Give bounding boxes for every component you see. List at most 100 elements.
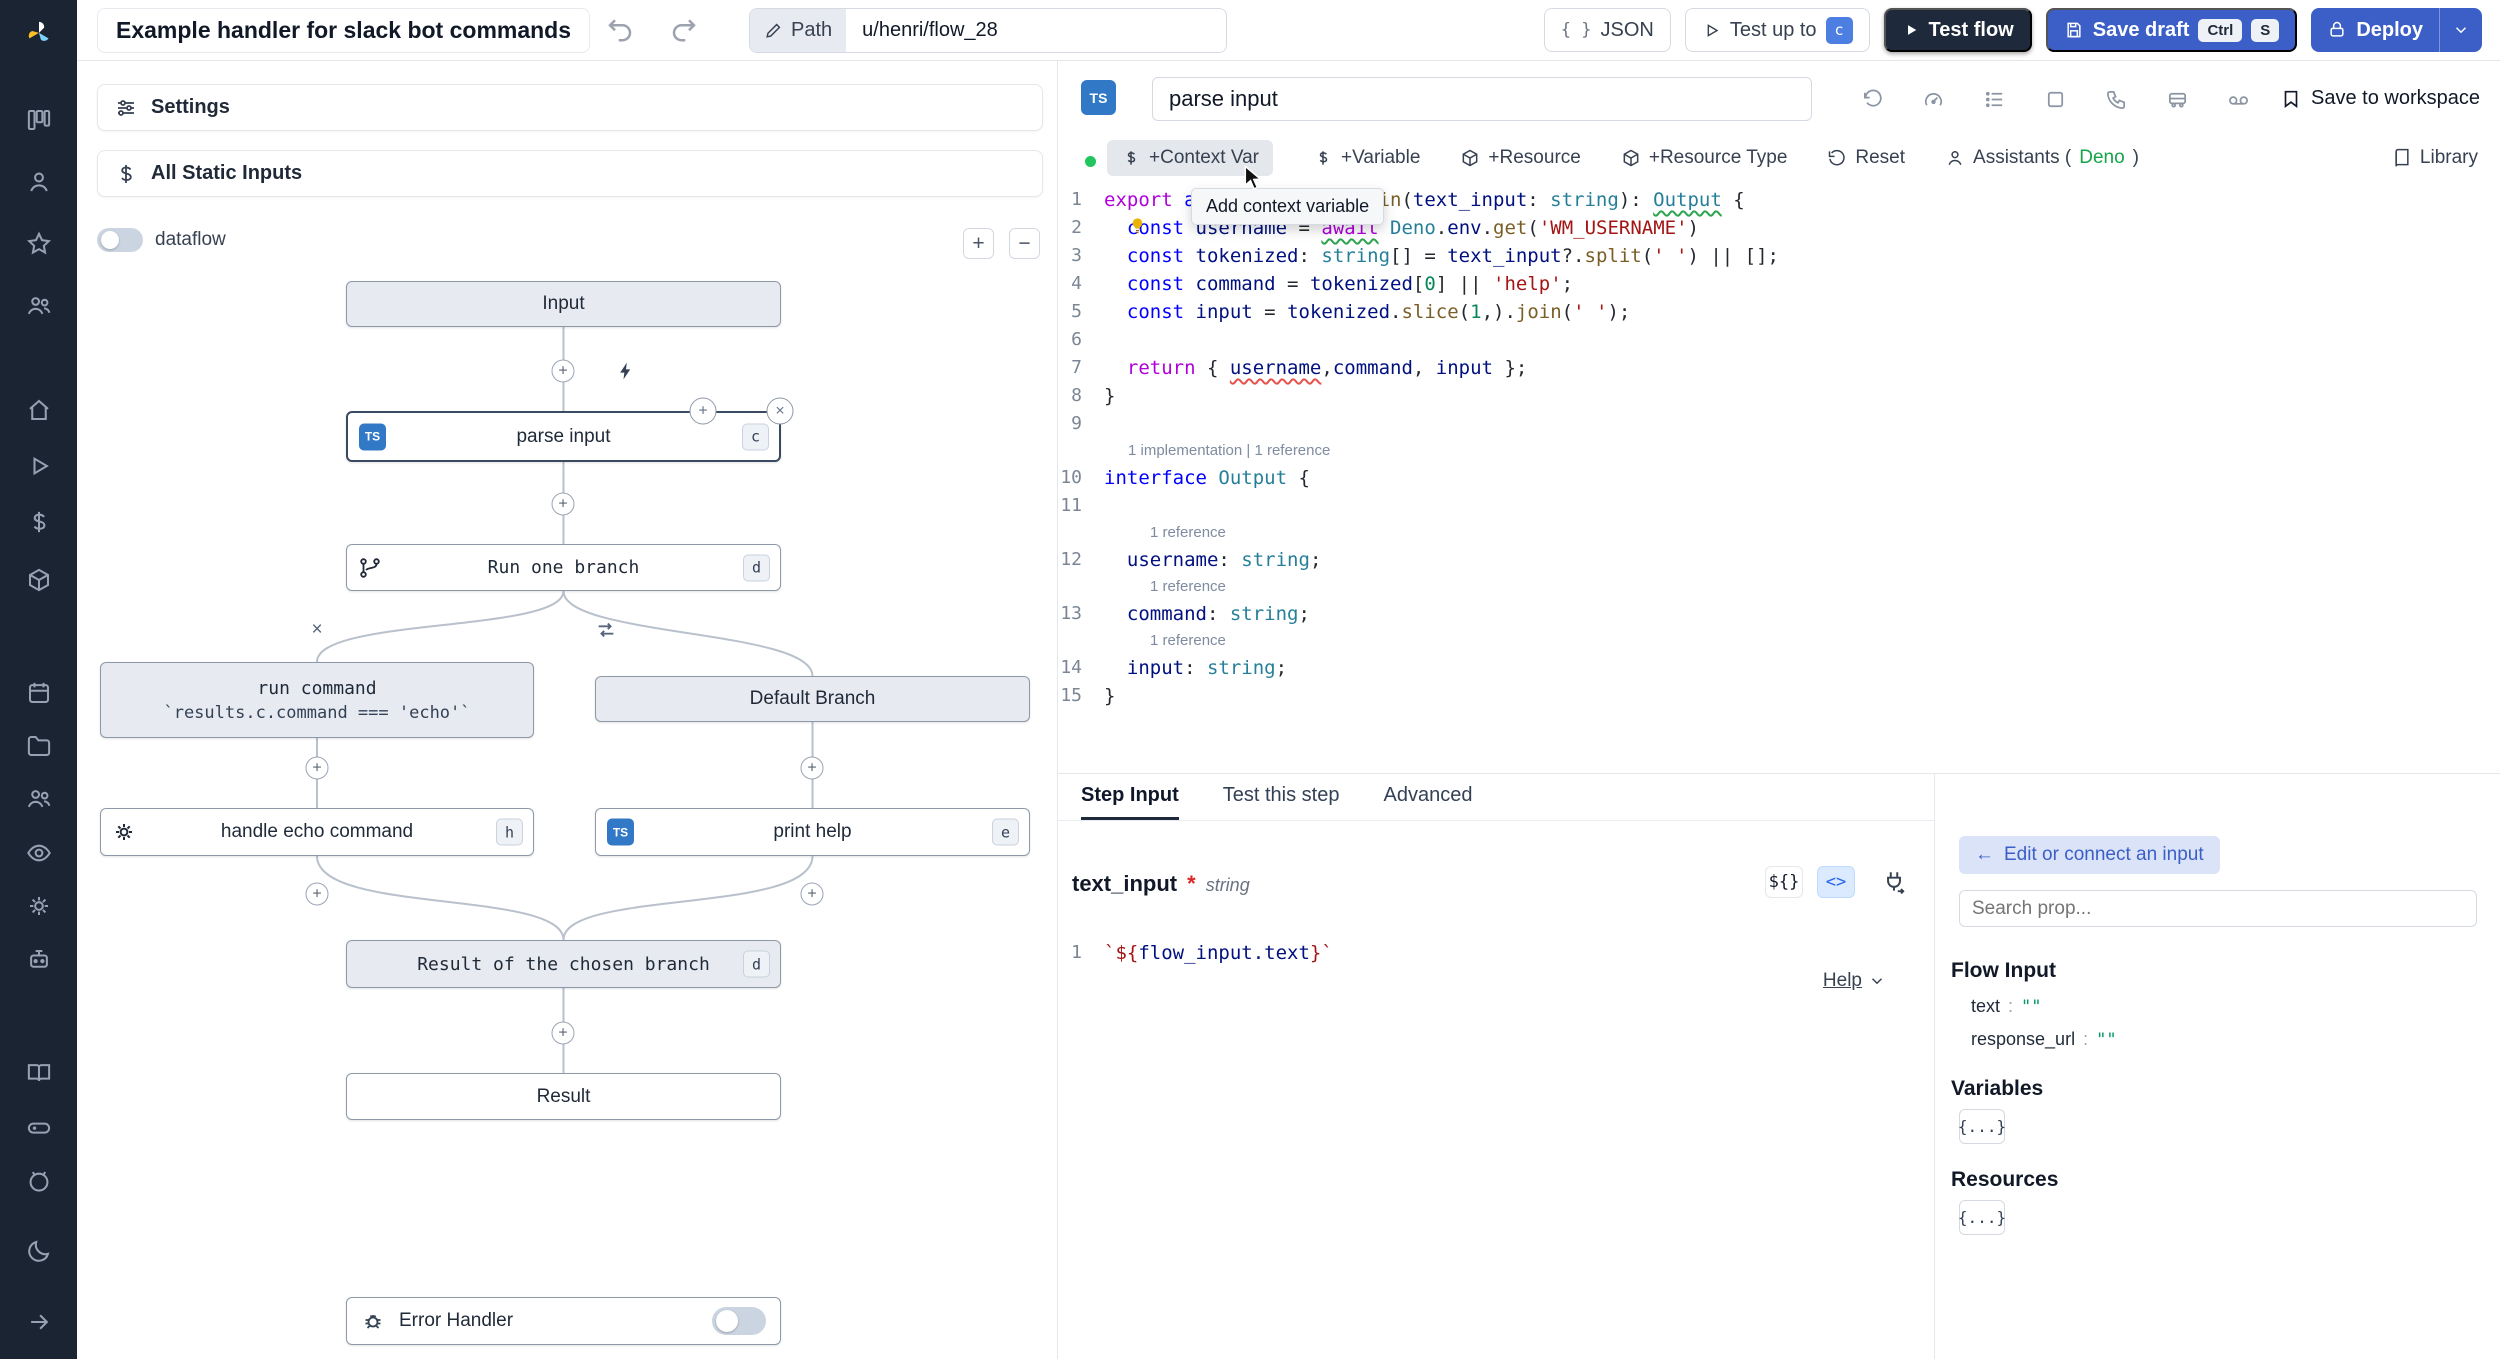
remove-branch-icon[interactable]: × xyxy=(311,619,323,640)
teams-icon[interactable] xyxy=(25,293,52,320)
add-step-button[interactable]: + xyxy=(800,756,824,780)
add-step-button[interactable]: + xyxy=(305,882,329,906)
resources-icon[interactable] xyxy=(25,567,52,594)
variables-icon[interactable] xyxy=(25,509,52,536)
prop-search-input[interactable] xyxy=(1959,890,2477,927)
error-handler-node[interactable]: Error Handler xyxy=(346,1297,781,1345)
code-line[interactable]: interface Output { xyxy=(1104,467,1310,489)
template-mode-button[interactable]: ${} xyxy=(1765,866,1803,898)
github-icon[interactable] xyxy=(25,1168,52,1195)
json-button[interactable]: { } JSON xyxy=(1543,8,1671,52)
path-field[interactable]: Path u/henri/flow_28 xyxy=(749,8,1228,53)
user-icon[interactable] xyxy=(25,169,52,196)
input-expression-editor[interactable]: 1`${flow_input.text}` xyxy=(1058,939,1935,967)
add-step-button[interactable]: + xyxy=(551,492,575,516)
add-step-button[interactable]: + xyxy=(551,1021,575,1045)
error-handler-toggle[interactable] xyxy=(712,1307,766,1335)
phone-icon[interactable] xyxy=(2105,88,2128,111)
assistants-button[interactable]: Assistants (Deno) xyxy=(1945,147,2139,169)
zoom-in-button[interactable]: + xyxy=(963,228,994,259)
flow-node-branch-result[interactable]: Result of the chosen branch d xyxy=(346,940,781,988)
path-value[interactable]: u/henri/flow_28 xyxy=(862,19,998,41)
flow-node-default-branch[interactable]: Default Branch xyxy=(595,676,1030,722)
redo-icon[interactable] xyxy=(669,14,699,44)
add-resource-button[interactable]: +Resource xyxy=(1460,147,1581,169)
dark-mode-moon-icon[interactable] xyxy=(25,1238,52,1265)
trigger-bolt-icon[interactable] xyxy=(616,361,636,381)
schedules-icon[interactable] xyxy=(25,680,52,707)
prop-entry-text[interactable]: text:"" xyxy=(1971,996,2042,1017)
variables-expand-button[interactable]: {...} xyxy=(1958,1109,2006,1144)
list-icon[interactable] xyxy=(1983,88,2006,111)
tab-test-this-step[interactable]: Test this step xyxy=(1222,784,1340,806)
code-line[interactable]: username: string; xyxy=(1126,549,1322,571)
add-variable-button[interactable]: +Variable xyxy=(1313,147,1420,169)
zoom-out-button[interactable]: − xyxy=(1009,228,1040,259)
workers-icon[interactable] xyxy=(25,947,52,974)
groups-icon[interactable] xyxy=(25,786,52,813)
add-resource-type-button[interactable]: +Resource Type xyxy=(1621,147,1787,169)
expand-sidebar-icon[interactable] xyxy=(25,1309,52,1336)
dataflow-toggle[interactable] xyxy=(97,228,143,252)
code-line[interactable]: command: string; xyxy=(1126,603,1310,625)
flow-canvas[interactable]: Settings All Static Inputs dataflow + − … xyxy=(77,61,1057,1359)
code-line[interactable]: const input = tokenized.slice(1,).join('… xyxy=(1126,301,1631,323)
add-step-button[interactable]: + xyxy=(305,756,329,780)
test-flow-button[interactable]: Test flow xyxy=(1883,8,2032,52)
test-up-to-button[interactable]: Test up to c xyxy=(1684,8,1870,52)
history-icon[interactable] xyxy=(1861,88,1884,111)
code-line[interactable]: } xyxy=(1104,385,1116,407)
deploy-more-button[interactable] xyxy=(2439,8,2482,52)
move-step-button[interactable]: + xyxy=(689,397,717,425)
flow-title[interactable]: Example handler for slack bot commands xyxy=(97,8,591,53)
folders-icon[interactable] xyxy=(25,733,52,760)
flow-node-print-help[interactable]: TS print help e xyxy=(595,808,1030,856)
codelens[interactable]: 1 reference xyxy=(1150,524,1226,541)
code-line[interactable]: return { username,command, input }; xyxy=(1126,357,1528,379)
quick-fix-lightbulb-icon[interactable] xyxy=(1128,216,1147,235)
delete-step-button[interactable]: × xyxy=(766,397,794,425)
audit-eye-icon[interactable] xyxy=(25,840,52,867)
prop-entry-response-url[interactable]: response_url:"" xyxy=(1971,1029,2117,1050)
community-icon[interactable] xyxy=(25,1114,52,1141)
settings-gear-icon[interactable] xyxy=(25,893,52,920)
code-line[interactable]: input: string; xyxy=(1126,657,1288,679)
runs-icon[interactable] xyxy=(25,453,52,480)
codelens[interactable]: 1 reference xyxy=(1150,632,1226,649)
reset-button[interactable]: Reset xyxy=(1827,147,1905,169)
favorites-star-icon[interactable] xyxy=(25,231,52,258)
apps-icon[interactable] xyxy=(25,107,52,134)
home-icon[interactable] xyxy=(25,397,52,424)
plug-connect-icon[interactable] xyxy=(1881,869,1907,895)
flow-node-parse-input[interactable]: TS parse input c xyxy=(346,411,781,462)
flow-node-handle-echo[interactable]: handle echo command h xyxy=(100,808,534,856)
save-to-workspace-button[interactable]: Save to workspace xyxy=(2280,87,2480,110)
undo-icon[interactable] xyxy=(605,14,635,44)
code-line[interactable]: const command = tokenized[0] || 'help'; xyxy=(1126,273,1574,295)
save-draft-button[interactable]: Save draft Ctrl S xyxy=(2045,8,2298,52)
flow-node-run-one-branch[interactable]: Run one branch d xyxy=(346,544,781,591)
code-line[interactable]: const tokenized: string[] = text_input?.… xyxy=(1126,245,1779,267)
docs-book-icon[interactable] xyxy=(25,1060,52,1087)
tab-step-input[interactable]: Step Input xyxy=(1081,774,1179,820)
codelens[interactable]: 1 reference xyxy=(1150,578,1226,595)
code-line[interactable]: `${flow_input.text}` xyxy=(1104,942,1333,964)
add-step-button[interactable]: + xyxy=(551,359,575,383)
step-name-input[interactable] xyxy=(1152,77,1812,121)
help-link[interactable]: Help xyxy=(1823,970,1886,992)
deploy-button[interactable]: Deploy xyxy=(2311,8,2439,52)
add-step-button[interactable]: + xyxy=(800,882,824,906)
tab-advanced[interactable]: Advanced xyxy=(1383,784,1473,806)
static-inputs-button[interactable]: All Static Inputs xyxy=(97,150,1043,197)
code-line[interactable]: } xyxy=(1104,685,1116,707)
voicemail-icon[interactable] xyxy=(2227,88,2250,111)
flow-node-run-command-branch[interactable]: run command `results.c.command === 'echo… xyxy=(100,662,534,738)
code-mode-button[interactable]: <> xyxy=(1817,866,1855,898)
resources-expand-button[interactable]: {...} xyxy=(1958,1200,2006,1235)
vehicle-icon[interactable] xyxy=(2166,88,2189,111)
edit-or-connect-button[interactable]: ← Edit or connect an input xyxy=(1959,836,2220,874)
flow-settings-button[interactable]: Settings xyxy=(97,84,1043,131)
flow-node-result[interactable]: Result xyxy=(346,1073,781,1120)
flow-node-input[interactable]: Input xyxy=(346,281,781,327)
